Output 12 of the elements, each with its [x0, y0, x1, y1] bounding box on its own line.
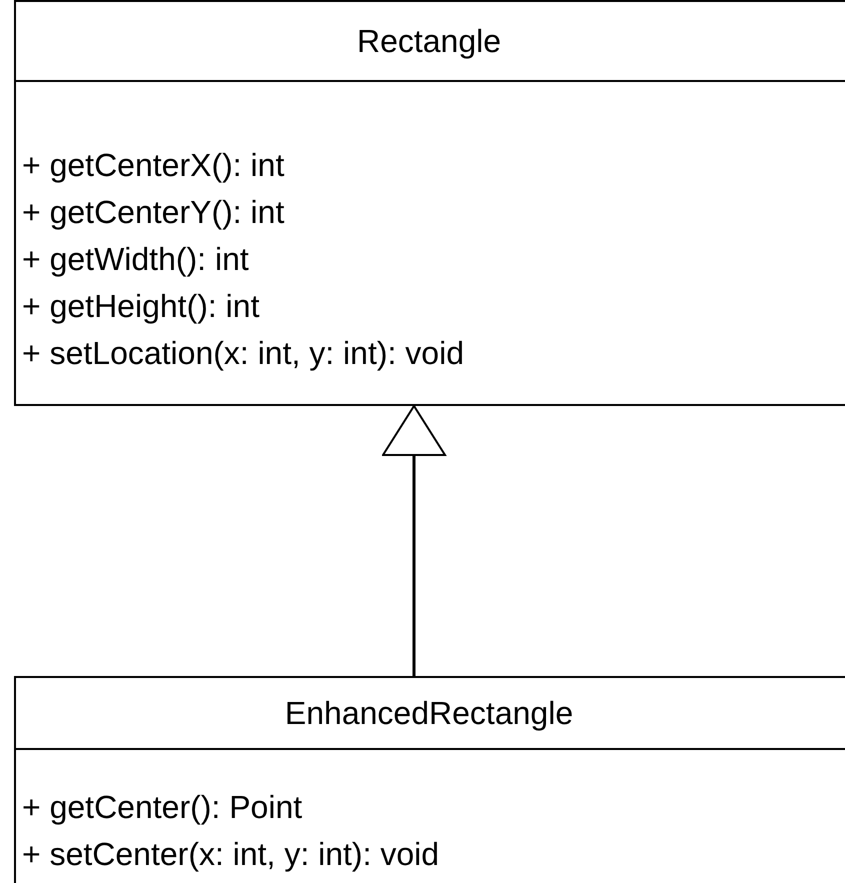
class-box [14, 676, 845, 883]
inheritance-arrow [382, 405, 446, 676]
method-signature: + setCenter(x: int, y: int): void [22, 835, 440, 874]
method-signature: + getHeight(): int [22, 287, 260, 326]
class-name: Rectangle [16, 2, 845, 82]
method-signature: + getCenter(): Point [22, 788, 302, 827]
method-signature: + getCenterY(): int [22, 193, 284, 232]
method-signature: + setLocation(x: int, y: int): void [22, 334, 464, 373]
class-box [14, 0, 845, 406]
method-signature: + getCenterX(): int [22, 146, 284, 185]
class-name: EnhancedRectangle [16, 678, 845, 750]
method-signature: + getWidth(): int [22, 240, 249, 279]
